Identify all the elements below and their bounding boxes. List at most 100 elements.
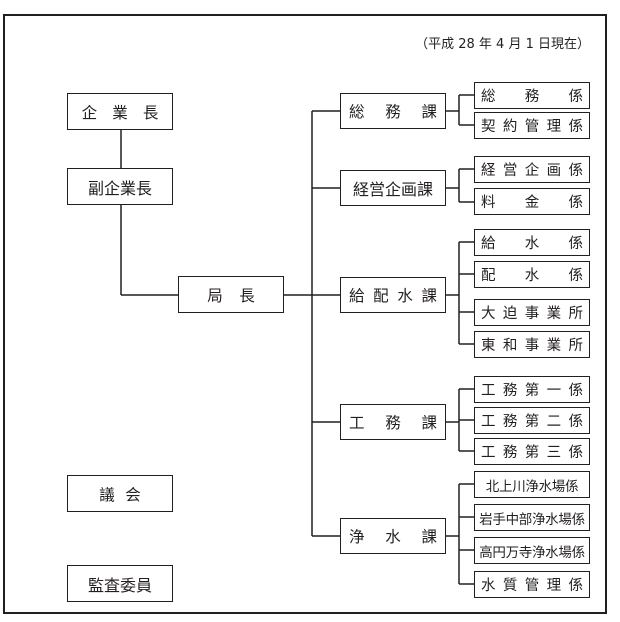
- section-contract-management: 契 約 管 理 係: [474, 112, 590, 139]
- char: 二: [546, 414, 562, 430]
- char: 務: [524, 89, 540, 105]
- division-engineering: 工 務 課: [340, 404, 446, 440]
- division-general-affairs: 総 務 課: [340, 93, 446, 129]
- char: 理: [546, 578, 562, 594]
- char: 工: [349, 414, 365, 432]
- char: 東: [481, 338, 496, 354]
- box-label: 副企業長: [87, 178, 152, 198]
- char: 係: [568, 163, 584, 179]
- char: 係: [568, 268, 584, 284]
- section-water-distribution: 配 水 係: [474, 261, 590, 288]
- division-water-purification: 浄 水 課: [340, 518, 446, 554]
- box-label: 監査委員: [87, 575, 152, 595]
- char: 係: [568, 445, 584, 461]
- section-charges: 料 金 係: [474, 188, 590, 215]
- char: 契: [481, 119, 496, 135]
- char: 係: [568, 414, 584, 430]
- char: 課: [421, 287, 437, 305]
- char: 工: [481, 383, 496, 399]
- char: 画: [546, 163, 562, 179]
- char: 業: [112, 103, 128, 122]
- char: 料: [481, 195, 496, 211]
- section-towa-office: 東 和 事 業 所: [474, 331, 590, 358]
- char: 事: [524, 338, 540, 354]
- char: 業: [546, 306, 562, 322]
- char: 務: [502, 414, 518, 430]
- char: 係: [568, 578, 584, 594]
- char: 務: [502, 383, 518, 399]
- char: 迫: [502, 306, 518, 322]
- char: 工: [481, 414, 496, 430]
- char: 金: [524, 195, 540, 211]
- section-engineering-2: 工 務 第 二 係: [474, 407, 590, 434]
- char: 企: [81, 103, 98, 122]
- char: 管: [524, 119, 540, 135]
- char: 所: [568, 306, 584, 322]
- char: 務: [385, 414, 401, 432]
- box-assembly: 議 会: [67, 475, 173, 512]
- char: 係: [568, 119, 584, 135]
- char: 局: [207, 286, 223, 305]
- date-note: （平成 28 年 4 月 1 日現在）: [415, 37, 590, 52]
- char: 第: [524, 414, 540, 430]
- char: 水: [481, 578, 496, 594]
- char: 長: [239, 286, 255, 305]
- section-management-planning: 経 営 企 画 係: [474, 156, 590, 183]
- char: 管: [524, 578, 540, 594]
- chart-frame: [3, 14, 607, 614]
- section-ohasama-office: 大 迫 事 業 所: [474, 299, 590, 326]
- box-label: 経営企画課: [352, 180, 433, 199]
- char: 浄: [349, 528, 365, 546]
- char: 課: [421, 528, 437, 546]
- char: 水: [385, 528, 401, 546]
- char: 給: [349, 287, 365, 305]
- section-general-affairs: 総 務 係: [474, 82, 590, 109]
- char: 総: [481, 89, 496, 105]
- char: 配: [481, 268, 496, 284]
- char: 三: [546, 445, 562, 461]
- box-top-executive: 企 業 長: [67, 93, 173, 130]
- section-kitakamigawa-plant: 北上川浄水場係: [474, 471, 590, 498]
- char: 配: [373, 287, 389, 305]
- char: 課: [421, 103, 437, 121]
- char: 係: [568, 195, 584, 211]
- box-audit-committee: 監査委員: [67, 565, 173, 602]
- char: 係: [568, 383, 584, 399]
- box-vice-executive: 副企業長: [67, 168, 173, 205]
- char: 第: [524, 383, 540, 399]
- char: 工: [481, 445, 496, 461]
- char: 第: [524, 445, 540, 461]
- char: 水: [397, 287, 413, 305]
- char: 給: [481, 236, 496, 252]
- char: 業: [546, 338, 562, 354]
- char: 約: [502, 119, 518, 135]
- section-engineering-1: 工 務 第 一 係: [474, 376, 590, 403]
- char: 和: [502, 338, 518, 354]
- char: 会: [125, 485, 141, 504]
- box-label: 岩手中部浄水場係: [479, 511, 585, 528]
- box-bureau-chief: 局 長: [178, 276, 284, 313]
- char: 理: [546, 119, 562, 135]
- char: 総: [349, 103, 365, 121]
- char: 企: [524, 163, 540, 179]
- char: 議: [99, 485, 115, 504]
- division-management-planning: 経営企画課: [340, 170, 446, 206]
- box-label: 北上川浄水場係: [485, 478, 579, 495]
- char: 水: [524, 268, 540, 284]
- char: 長: [142, 103, 159, 122]
- char: 一: [546, 383, 562, 399]
- char: 営: [502, 163, 518, 179]
- section-iwate-chubu-plant: 岩手中部浄水場係: [474, 504, 590, 531]
- section-takaenmanji-plant: 高円万寺浄水場係: [474, 537, 590, 564]
- char: 水: [524, 236, 540, 252]
- char: 係: [568, 236, 584, 252]
- box-label: 高円万寺浄水場係: [479, 544, 585, 561]
- char: 課: [421, 414, 437, 432]
- section-water-supply: 給 水 係: [474, 229, 590, 256]
- section-engineering-3: 工 務 第 三 係: [474, 438, 590, 465]
- char: 経: [481, 163, 496, 179]
- char: 質: [502, 578, 518, 594]
- char: 大: [481, 306, 496, 322]
- char: 務: [502, 445, 518, 461]
